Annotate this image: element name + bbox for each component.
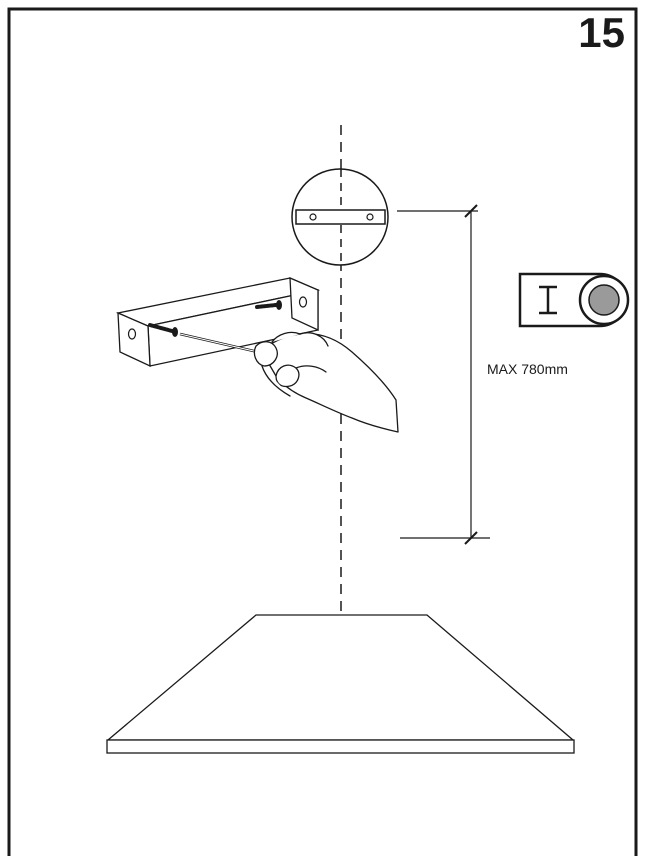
dimension-label: MAX 780mm — [487, 361, 568, 377]
hand-icon — [253, 331, 399, 433]
detail-circle — [291, 168, 389, 266]
screwdriver-screw-icon — [518, 272, 630, 328]
wall-bracket-icon — [115, 276, 321, 368]
page-border — [7, 7, 638, 856]
dimension-marker — [397, 204, 490, 545]
screw-icon — [148, 300, 282, 337]
step-number: 15 — [578, 9, 625, 56]
shelf-board — [106, 614, 575, 754]
